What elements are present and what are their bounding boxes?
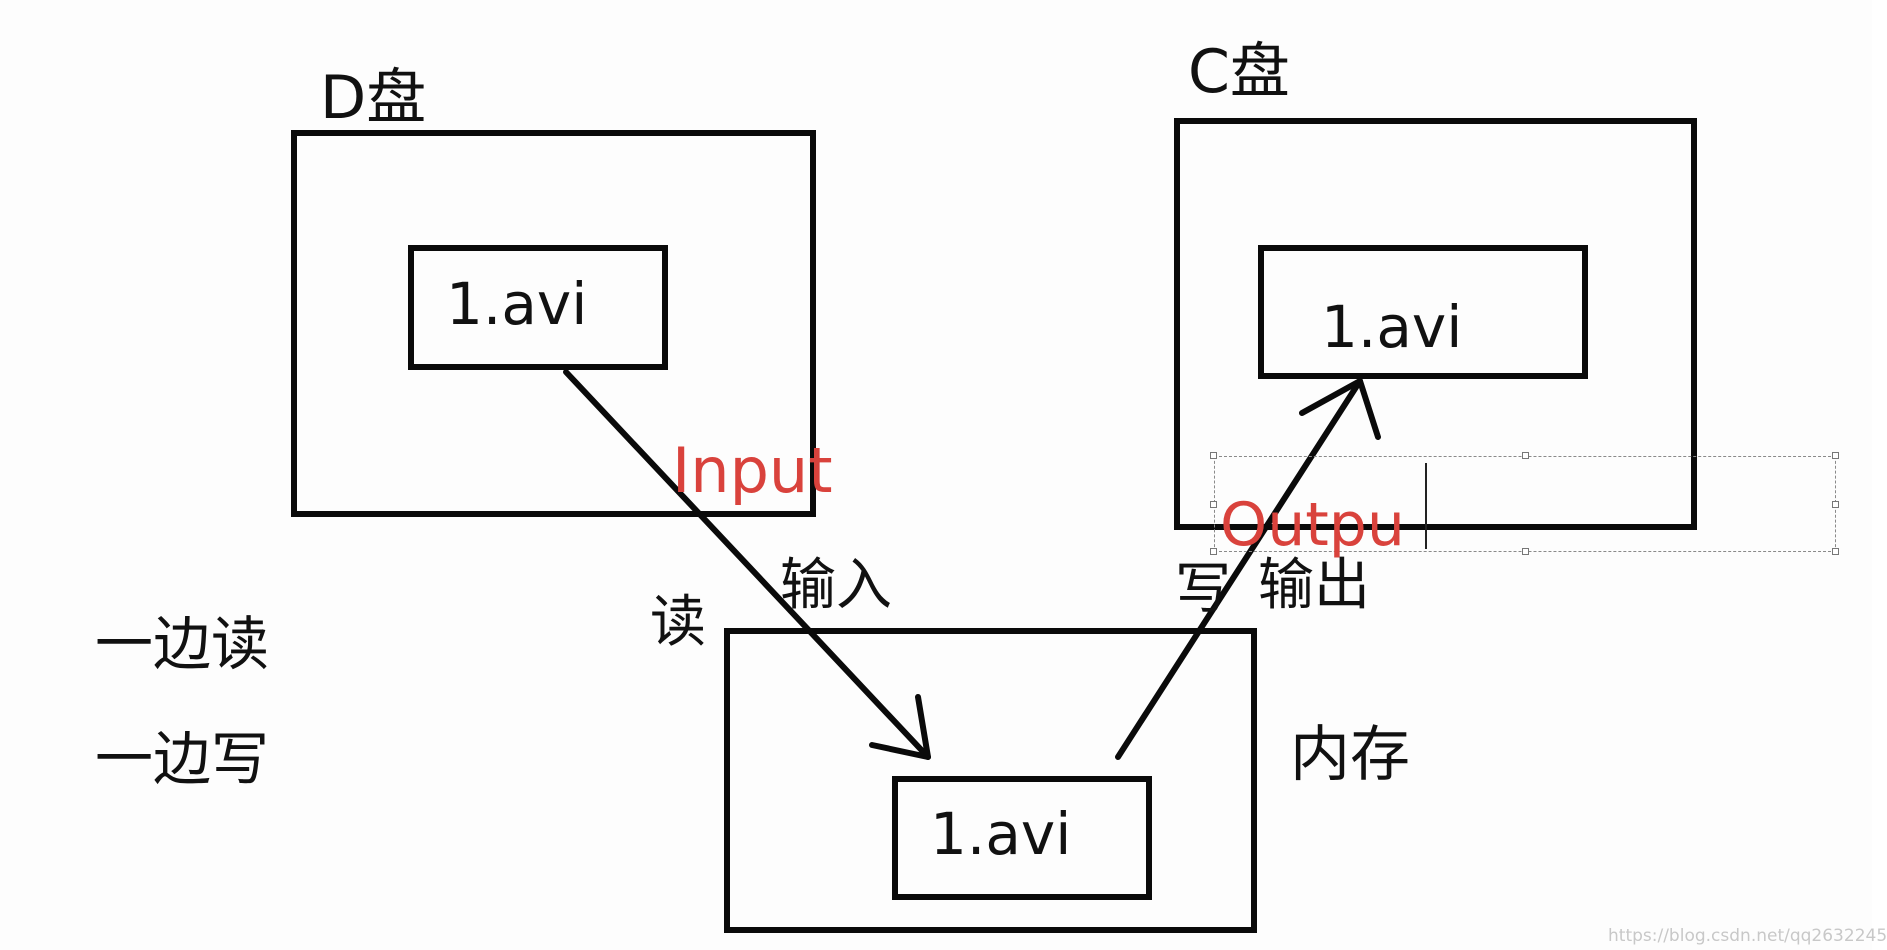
- memory-box: [724, 628, 1257, 933]
- d-drive-label: D盘: [320, 63, 427, 133]
- resize-handle-bm[interactable]: [1522, 548, 1529, 555]
- write-label: 写: [1175, 557, 1231, 622]
- input-label: Input: [672, 434, 833, 507]
- memory-file-name: 1.avi: [930, 800, 1072, 868]
- output-arrowhead: [1299, 378, 1381, 440]
- d-drive-file-name: 1.avi: [446, 270, 588, 338]
- text-cursor: [1425, 463, 1427, 549]
- watermark: https://blog.csdn.net/qq2632245: [1608, 926, 1887, 946]
- resize-handle-bl[interactable]: [1210, 548, 1217, 555]
- input-arrow-line: [563, 369, 931, 760]
- d-drive-file-box: [408, 245, 668, 370]
- resize-handle-tm[interactable]: [1522, 452, 1529, 459]
- resize-handle-tr[interactable]: [1832, 452, 1839, 459]
- c-drive-label: C盘: [1188, 37, 1290, 107]
- note-write-while: 一边写: [95, 725, 270, 793]
- c-drive-file-name: 1.avi: [1321, 293, 1463, 361]
- output-arrow-line: [1115, 378, 1363, 760]
- resize-handle-mr[interactable]: [1832, 501, 1839, 508]
- output-cn-label: 输出: [1258, 553, 1370, 618]
- output-label[interactable]: Outpu: [1220, 490, 1405, 560]
- input-arrowhead: [869, 694, 931, 760]
- c-drive-file-box: [1258, 245, 1588, 379]
- input-cn-label: 输入: [780, 553, 892, 618]
- resize-handle-ml[interactable]: [1210, 501, 1217, 508]
- resize-handle-br[interactable]: [1832, 548, 1839, 555]
- resize-handle-tl[interactable]: [1210, 452, 1217, 459]
- note-read-while: 一边读: [95, 610, 270, 678]
- c-drive-box: [1174, 118, 1697, 530]
- d-drive-box: [291, 130, 816, 517]
- memory-label: 内存: [1290, 720, 1410, 790]
- memory-file-box: [892, 776, 1152, 900]
- read-label: 读: [650, 590, 706, 655]
